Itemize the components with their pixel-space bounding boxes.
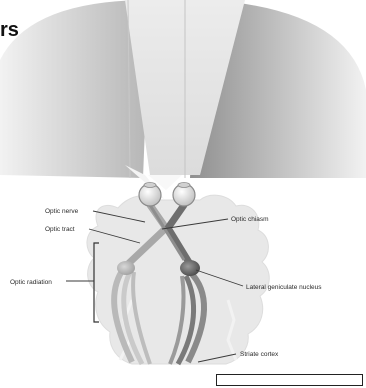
left-lgn: [117, 261, 135, 275]
caption-box: [216, 374, 363, 386]
label-optic-radiation: Optic radiation: [10, 279, 52, 286]
label-striate-cortex: Striate cortex: [240, 351, 279, 358]
label-optic-nerve: Optic nerve: [45, 208, 79, 215]
right-lgn: [180, 260, 200, 276]
label-optic-tract: Optic tract: [45, 226, 75, 233]
page-heading: rs: [0, 20, 19, 40]
label-lateral-geniculate-nucleus: Lateral geniculate nucleus: [246, 284, 322, 291]
visual-field: [0, 0, 366, 200]
label-optic-chiasm: Optic chiasm: [231, 216, 269, 223]
